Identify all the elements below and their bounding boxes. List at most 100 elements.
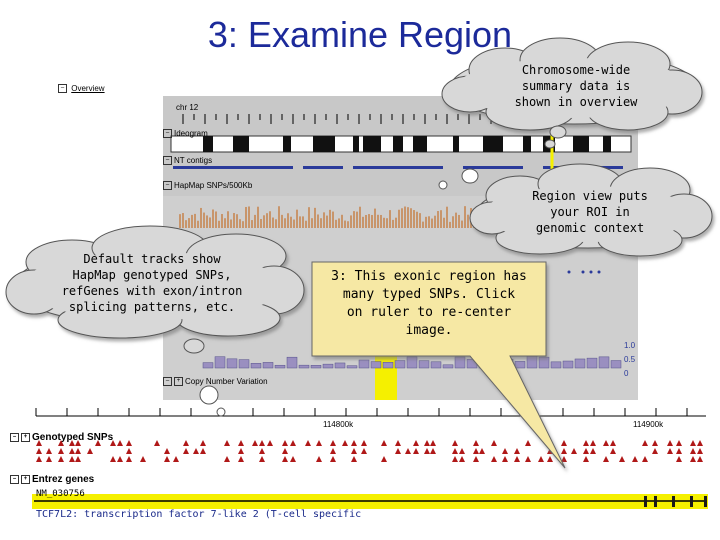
- snp-marker-icon[interactable]: [590, 448, 596, 454]
- snp-marker-icon[interactable]: [36, 456, 42, 462]
- snp-marker-icon[interactable]: [69, 456, 75, 462]
- snp-marker-icon[interactable]: [342, 440, 348, 446]
- snp-marker-icon[interactable]: [183, 448, 189, 454]
- snp-marker-icon[interactable]: [361, 448, 367, 454]
- snp-marker-icon[interactable]: [642, 440, 648, 446]
- snp-marker-icon[interactable]: [110, 456, 116, 462]
- snp-marker-icon[interactable]: [690, 440, 696, 446]
- snp-marker-icon[interactable]: [58, 448, 64, 454]
- track-label-hapmap-snps[interactable]: –HapMap SNPs/500Kb: [163, 181, 252, 191]
- snp-marker-icon[interactable]: [46, 448, 52, 454]
- snp-marker-icon[interactable]: [697, 456, 703, 462]
- snp-marker-icon[interactable]: [690, 456, 696, 462]
- track-toggle-icon[interactable]: –: [163, 156, 172, 166]
- snp-marker-icon[interactable]: [610, 440, 616, 446]
- snp-marker-icon[interactable]: [238, 440, 244, 446]
- snp-marker-icon[interactable]: [259, 440, 265, 446]
- snp-marker-icon[interactable]: [452, 448, 458, 454]
- track-label-entrez-genes[interactable]: –+Entrez genes: [10, 474, 94, 485]
- snp-marker-icon[interactable]: [193, 448, 199, 454]
- snp-marker-icon[interactable]: [252, 440, 258, 446]
- snp-marker-icon[interactable]: [395, 440, 401, 446]
- snp-marker-icon[interactable]: [164, 456, 170, 462]
- snp-marker-icon[interactable]: [282, 440, 288, 446]
- snp-marker-icon[interactable]: [473, 456, 479, 462]
- track-toggle-icon[interactable]: –: [10, 474, 19, 484]
- snp-marker-icon[interactable]: [282, 448, 288, 454]
- snp-marker-icon[interactable]: [75, 456, 81, 462]
- snp-marker-icon[interactable]: [667, 440, 673, 446]
- track-toggle-icon[interactable]: +: [174, 377, 183, 387]
- snp-marker-icon[interactable]: [183, 440, 189, 446]
- snp-marker-icon[interactable]: [351, 448, 357, 454]
- snp-marker-icon[interactable]: [75, 448, 81, 454]
- snp-marker-icon[interactable]: [164, 448, 170, 454]
- gene-id[interactable]: NM_030756: [36, 489, 85, 499]
- snp-marker-icon[interactable]: [619, 456, 625, 462]
- snp-marker-icon[interactable]: [117, 456, 123, 462]
- snp-marker-icon[interactable]: [140, 456, 146, 462]
- snp-marker-icon[interactable]: [603, 456, 609, 462]
- snp-marker-icon[interactable]: [69, 440, 75, 446]
- snp-marker-icon[interactable]: [200, 448, 206, 454]
- snp-marker-icon[interactable]: [424, 440, 430, 446]
- snp-marker-icon[interactable]: [305, 440, 311, 446]
- snp-marker-icon[interactable]: [238, 448, 244, 454]
- ruler-label-right[interactable]: 114900k: [633, 420, 664, 429]
- track-label-cnv[interactable]: –+Copy Number Variation: [163, 377, 268, 387]
- snp-marker-icon[interactable]: [117, 440, 123, 446]
- collapse-toggle-icon[interactable]: –: [58, 84, 67, 94]
- track-label-ideogram[interactable]: –Ideogram: [163, 129, 208, 139]
- snp-marker-icon[interactable]: [413, 440, 419, 446]
- snp-marker-icon[interactable]: [126, 440, 132, 446]
- snp-marker-icon[interactable]: [642, 456, 648, 462]
- snp-marker-icon[interactable]: [514, 456, 520, 462]
- snp-marker-icon[interactable]: [459, 448, 465, 454]
- snp-marker-icon[interactable]: [351, 440, 357, 446]
- snp-marker-icon[interactable]: [590, 440, 596, 446]
- snp-marker-icon[interactable]: [405, 448, 411, 454]
- snp-marker-icon[interactable]: [676, 440, 682, 446]
- snp-marker-icon[interactable]: [697, 440, 703, 446]
- track-toggle-icon[interactable]: +: [21, 474, 30, 484]
- snp-marker-icon[interactable]: [491, 456, 497, 462]
- snp-marker-icon[interactable]: [603, 440, 609, 446]
- snp-marker-icon[interactable]: [330, 456, 336, 462]
- snp-marker-icon[interactable]: [473, 440, 479, 446]
- snp-marker-icon[interactable]: [36, 448, 42, 454]
- snp-marker-icon[interactable]: [87, 448, 93, 454]
- snp-marker-icon[interactable]: [58, 440, 64, 446]
- snp-marker-icon[interactable]: [267, 440, 273, 446]
- snp-marker-icon[interactable]: [413, 448, 419, 454]
- snp-marker-icon[interactable]: [459, 456, 465, 462]
- track-label-genotyped-snps[interactable]: –+Genotyped SNPs: [10, 432, 113, 443]
- snp-marker-icon[interactable]: [224, 456, 230, 462]
- snp-marker-icon[interactable]: [583, 448, 589, 454]
- snp-marker-icon[interactable]: [126, 448, 132, 454]
- track-toggle-icon[interactable]: –: [163, 181, 172, 191]
- snp-marker-icon[interactable]: [502, 456, 508, 462]
- snp-marker-icon[interactable]: [561, 440, 567, 446]
- snp-marker-icon[interactable]: [46, 456, 52, 462]
- track-toggle-icon[interactable]: –: [163, 129, 172, 139]
- snp-marker-icon[interactable]: [95, 440, 101, 446]
- snp-marker-icon[interactable]: [110, 440, 116, 446]
- snp-marker-icon[interactable]: [583, 440, 589, 446]
- snp-marker-icon[interactable]: [690, 448, 696, 454]
- snp-marker-icon[interactable]: [561, 456, 567, 462]
- snp-marker-icon[interactable]: [676, 448, 682, 454]
- snp-marker-icon[interactable]: [430, 440, 436, 446]
- snp-marker-icon[interactable]: [75, 440, 81, 446]
- snp-marker-icon[interactable]: [224, 440, 230, 446]
- snp-marker-icon[interactable]: [290, 440, 296, 446]
- snp-marker-icon[interactable]: [126, 456, 132, 462]
- snp-marker-icon[interactable]: [154, 440, 160, 446]
- snp-marker-icon[interactable]: [259, 448, 265, 454]
- track-label-nt-contigs[interactable]: –NT contigs: [163, 156, 212, 166]
- track-toggle-icon[interactable]: –: [10, 432, 19, 442]
- snp-marker-icon[interactable]: [491, 440, 497, 446]
- snp-marker-icon[interactable]: [676, 456, 682, 462]
- track-toggle-icon[interactable]: +: [21, 432, 30, 442]
- track-toggle-icon[interactable]: –: [163, 377, 172, 387]
- snp-marker-icon[interactable]: [525, 440, 531, 446]
